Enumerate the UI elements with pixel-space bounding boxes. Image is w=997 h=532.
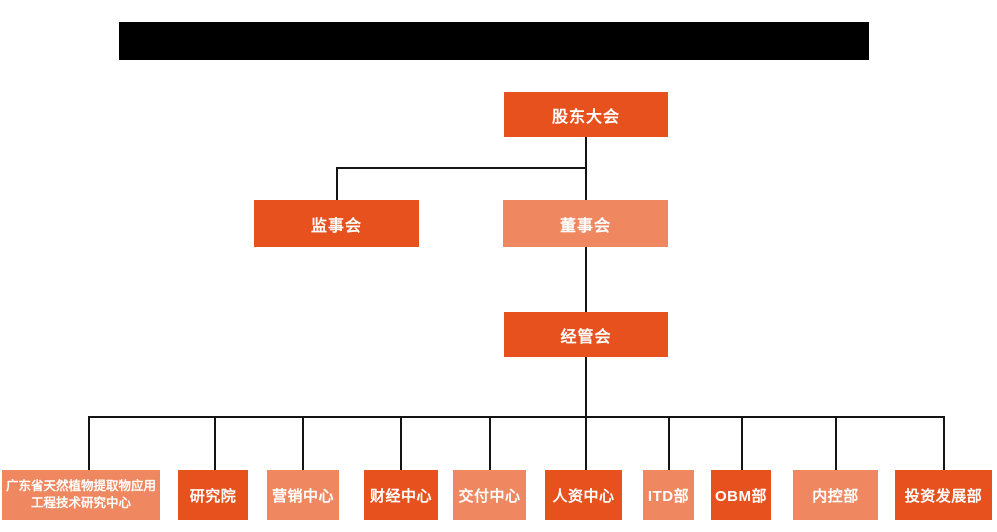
dept-node-marketing-center: 营销中心 [267, 470, 339, 520]
connector-management-to-bus [585, 357, 587, 417]
org-node-shareholders-meeting: 股东大会 [504, 92, 668, 137]
connector-drop-research-institute [214, 416, 216, 470]
dept-node-obm: OBM部 [711, 470, 771, 520]
connector-to-supervisory-board [336, 167, 338, 200]
connector-branch-horizontal [336, 167, 587, 169]
connector-drop-itd [668, 416, 670, 470]
connector-drop-hr-center [585, 416, 587, 470]
connector-board-to-management [585, 247, 587, 312]
connector-drop-investment-development [943, 416, 945, 470]
dept-node-finance-center: 财经中心 [364, 470, 438, 520]
dept-node-delivery-center: 交付中心 [453, 470, 526, 520]
dept-node-internal-control: 内控部 [793, 470, 878, 520]
connector-department-bus [88, 416, 945, 418]
dept-node-research-center: 广东省天然植物提取物应用工程技术研究中心 [2, 470, 160, 520]
dept-node-itd: ITD部 [643, 470, 694, 520]
dept-node-investment-development: 投资发展部 [895, 470, 992, 520]
org-node-management-committee: 经管会 [504, 312, 668, 357]
connector-drop-delivery-center [489, 416, 491, 470]
dept-node-hr-center: 人资中心 [545, 470, 622, 520]
redacted-title-bar [119, 22, 869, 60]
connector-drop-research-center [88, 416, 90, 470]
org-node-supervisory-board: 监事会 [254, 200, 419, 247]
org-node-board-of-directors: 董事会 [503, 200, 668, 247]
connector-drop-finance-center [400, 416, 402, 470]
connector-drop-obm [741, 416, 743, 470]
dept-node-research-institute: 研究院 [178, 470, 248, 520]
connector-drop-marketing-center [302, 416, 304, 470]
connector-drop-internal-control [835, 416, 837, 470]
